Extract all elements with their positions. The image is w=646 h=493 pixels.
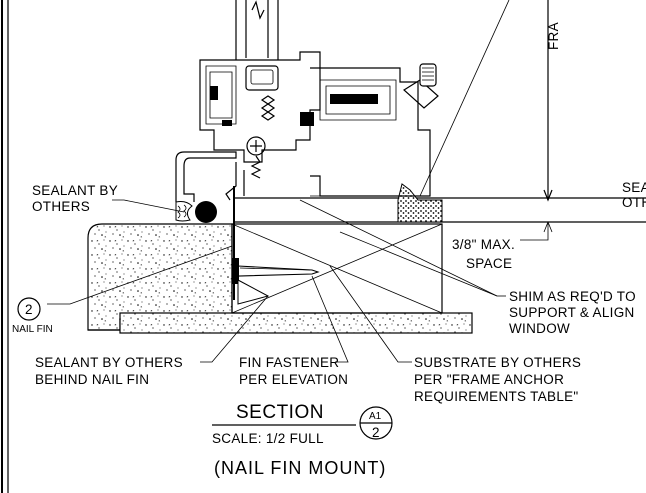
sealant-hatch bbox=[177, 205, 181, 219]
section-scale: SCALE: 1/2 FULL bbox=[212, 431, 324, 446]
section-title: SECTION bbox=[236, 402, 324, 423]
callout-circle bbox=[17, 297, 41, 321]
label-substrate-line3: REQUIREMENTS TABLE" bbox=[414, 389, 579, 404]
substrate-diagonal-2 bbox=[231, 223, 443, 314]
leader-lines bbox=[47, 0, 553, 363]
label-sealant-top-line2: OTHERS bbox=[32, 199, 90, 214]
label-substrate-line1: SUBSTRATE BY OTHERS bbox=[414, 355, 581, 370]
label-max-space-line2: SPACE bbox=[466, 256, 512, 271]
label-shim-line3: WINDOW bbox=[509, 321, 570, 336]
fastener-thread bbox=[239, 267, 311, 271]
detail-reference-top: A1 bbox=[369, 411, 382, 422]
label-nail-fin: NAIL FIN bbox=[12, 324, 53, 335]
fin-fastener bbox=[237, 265, 320, 277]
cut-label-line2: OTH bbox=[622, 195, 646, 210]
label-sealant-behind-line1: SEALANT BY OTHERS bbox=[35, 355, 183, 370]
label-shim-line2: SUPPORT & ALIGN bbox=[509, 305, 635, 320]
window-frame-profile bbox=[175, 0, 439, 202]
callout-number: 2 bbox=[25, 302, 33, 317]
label-max-space-line1: 3/8" MAX. bbox=[452, 237, 515, 252]
label-sealant-top-line1: SEALANT BY bbox=[32, 183, 118, 198]
sealant-hatch-2 bbox=[183, 204, 187, 218]
label-fin-fastener-line1: FIN FASTENER bbox=[239, 355, 339, 370]
dimension-arrow bbox=[543, 189, 553, 202]
frame-dimension-label: FRA bbox=[546, 22, 561, 50]
fastener-head bbox=[232, 258, 239, 284]
sealant-behind-fin bbox=[237, 279, 270, 305]
label-substrate-line2: PER "FRAME ANCHOR bbox=[414, 372, 564, 387]
label-sealant-behind-line2: BEHIND NAIL FIN bbox=[35, 372, 149, 387]
shim bbox=[397, 183, 443, 223]
cut-label-line1: SEA bbox=[622, 180, 646, 195]
backer-rod bbox=[195, 201, 217, 223]
detail-reference-bottom: 2 bbox=[372, 425, 380, 440]
concrete-substrate-bottom bbox=[119, 312, 473, 334]
label-shim-line1: SHIM AS REQ'D TO bbox=[509, 289, 636, 304]
label-fin-fastener-line2: PER ELEVATION bbox=[239, 372, 348, 387]
section-subtitle: (NAIL FIN MOUNT) bbox=[214, 458, 386, 478]
